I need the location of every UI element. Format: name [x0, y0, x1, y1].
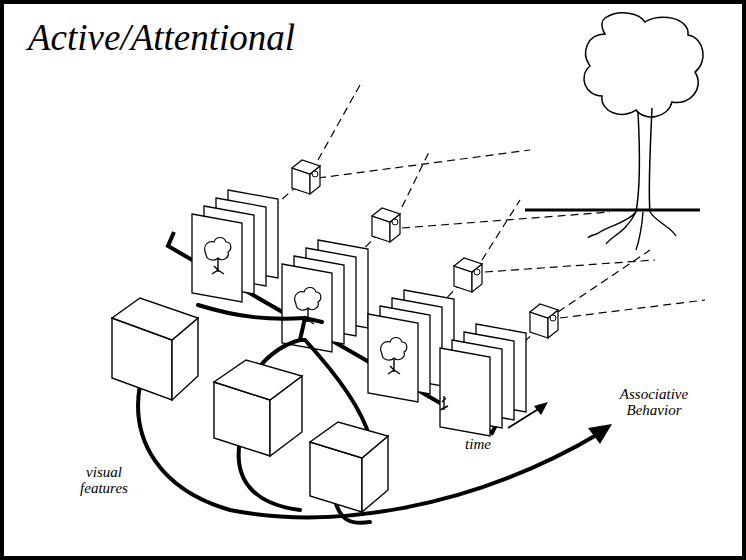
output-label: Associative Behavior — [604, 386, 704, 418]
feature-label: visual features — [69, 464, 139, 496]
diagram-title: Active/Attentional — [28, 16, 295, 59]
axis-label: time — [465, 436, 491, 452]
